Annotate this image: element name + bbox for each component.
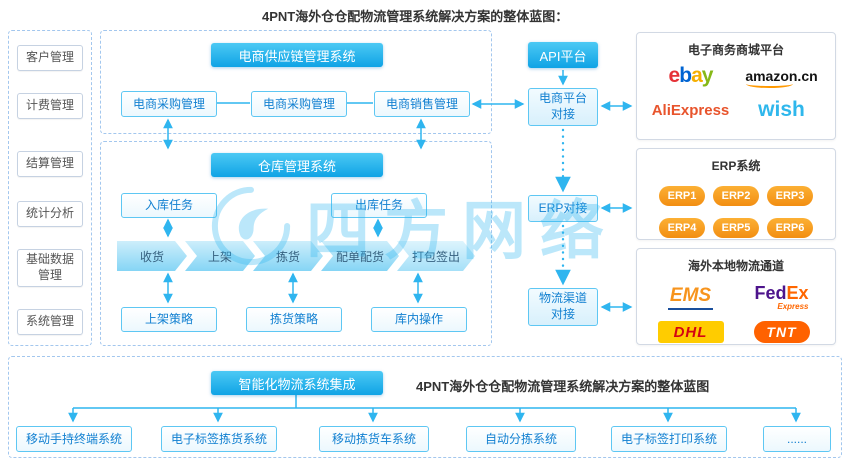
- node-etag-printing: 电子标签打印系统: [611, 426, 727, 452]
- node-ecom-purchase-2: 电商采购管理: [251, 91, 347, 117]
- node-logistics-link: 物流渠道 对接: [528, 288, 598, 326]
- ecommerce-mall-panel: 电子商务商城平台 ebay amazon.cn AliExpress wish: [636, 32, 836, 140]
- dhl-logo: DHL: [657, 321, 724, 343]
- sidebar-item-customer: 客户管理: [17, 45, 83, 71]
- ebay-letter: b: [679, 64, 692, 87]
- warehouse-panel: 仓库管理系统 入库任务 出库任务 收货 上架 拣货 配单配货 打包签出 上架策略…: [100, 141, 492, 346]
- logistics-channel-panel: 海外本地物流通道 EMS FedEx Express DHL TNT: [636, 248, 836, 345]
- bottom-caption: 4PNT海外仓仓配物流管理系统解决方案的整体蓝图: [416, 379, 710, 394]
- smart-logistics-panel: 智能化物流系统集成 4PNT海外仓仓配物流管理系统解决方案的整体蓝图 移动手持终…: [8, 356, 842, 458]
- flow-step-assemble: 配单配货: [321, 241, 399, 271]
- ems-logo: EMS: [667, 285, 714, 310]
- tnt-logo: TNT: [753, 321, 810, 343]
- flow-step-shelve: 上架: [185, 241, 255, 271]
- node-more-systems: ......: [763, 426, 831, 452]
- node-inhouse-operation: 库内操作: [371, 307, 467, 332]
- fedex-fed: Fed: [754, 283, 787, 303]
- sidebar-item-billing: 计费管理: [17, 93, 83, 119]
- node-picking-cart: 移动拣货车系统: [319, 426, 429, 452]
- wish-logo: wish: [758, 98, 805, 121]
- erp-badge-3: ERP3: [767, 186, 813, 206]
- api-platform-header: API平台: [528, 42, 598, 68]
- node-auto-sorting: 自动分拣系统: [466, 426, 576, 452]
- ebay-letter: a: [691, 64, 703, 87]
- sidebar-item-settlement: 结算管理: [17, 151, 83, 177]
- node-etag-picking: 电子标签拣货系统: [161, 426, 277, 452]
- node-handheld-terminal: 移动手持终端系统: [16, 426, 132, 452]
- flow-step-pick: 拣货: [253, 241, 323, 271]
- node-shelving-strategy: 上架策略: [121, 307, 217, 332]
- fedex-express-label: Express: [777, 302, 809, 311]
- erp-panel-title: ERP系统: [711, 159, 761, 173]
- warehouse-header: 仓库管理系统: [211, 153, 383, 177]
- ebay-logo: ebay: [668, 64, 714, 88]
- aliexpress-logo: AliExpress: [651, 101, 730, 119]
- erp-badge-6: ERP6: [767, 218, 813, 238]
- erp-badge-1: ERP1: [659, 186, 705, 206]
- smart-logistics-header: 智能化物流系统集成: [211, 371, 383, 395]
- sidebar-panel: 客户管理 计费管理 结算管理 统计分析 基础数据 管理 系统管理: [8, 30, 92, 346]
- ebay-letter: y: [701, 64, 714, 87]
- erp-badge-4: ERP4: [659, 218, 705, 238]
- node-picking-strategy: 拣货策略: [246, 307, 342, 332]
- amazon-logo: amazon.cn: [745, 68, 818, 88]
- supply-chain-panel: 电商供应链管理系统 电商采购管理 电商采购管理 电商销售管理: [100, 30, 492, 134]
- node-erp-link: ERP对接: [528, 195, 598, 222]
- flow-step-pack-out: 打包签出: [397, 241, 475, 271]
- fedex-logo: FedEx Express: [754, 284, 808, 311]
- fedex-wordmark: FedEx: [754, 284, 808, 302]
- erp-badge-5: ERP5: [713, 218, 759, 238]
- node-ecom-platform-link: 电商平台 对接: [528, 88, 598, 126]
- erp-badge-2: ERP2: [713, 186, 759, 206]
- fedex-ex: Ex: [786, 283, 809, 303]
- flow-step-receive: 收货: [117, 241, 187, 271]
- sidebar-item-system: 系统管理: [17, 309, 83, 335]
- ebay-letter: e: [668, 64, 681, 87]
- node-outbound-task: 出库任务: [331, 193, 427, 218]
- sidebar-item-statistics: 统计分析: [17, 201, 83, 227]
- page-title: 4PNT海外仓仓配物流管理系统解决方案的整体蓝图：: [262, 9, 569, 24]
- ecommerce-mall-title: 电子商务商城平台: [687, 43, 784, 57]
- supply-chain-header: 电商供应链管理系统: [211, 43, 383, 67]
- sidebar-item-basedata: 基础数据 管理: [17, 249, 83, 287]
- erp-panel: ERP系统 ERP1 ERP2 ERP3 ERP4 ERP5 ERP6: [636, 148, 836, 240]
- logistics-channel-title: 海外本地物流通道: [687, 259, 784, 273]
- node-inbound-task: 入库任务: [121, 193, 217, 218]
- node-ecom-sales: 电商销售管理: [374, 91, 470, 117]
- node-ecom-purchase-1: 电商采购管理: [121, 91, 217, 117]
